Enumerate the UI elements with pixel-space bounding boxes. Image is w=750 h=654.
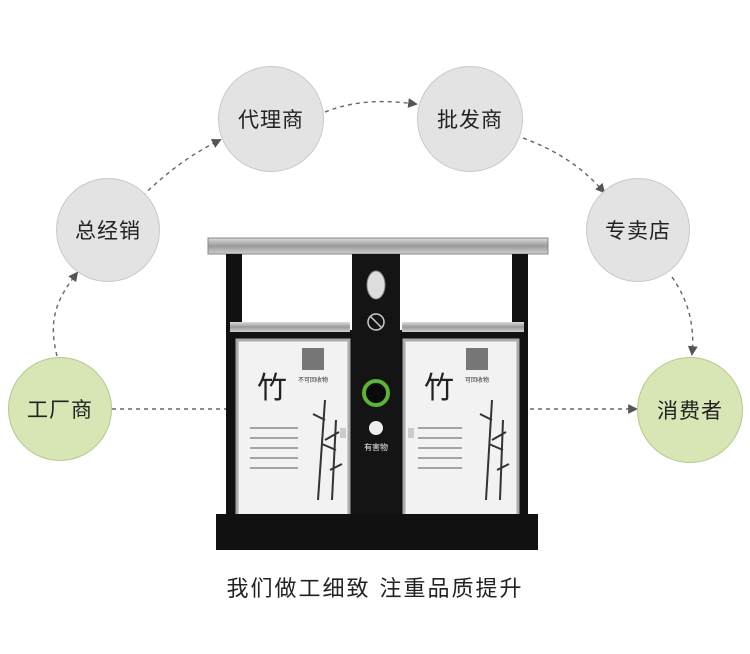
caption-text: 我们做工细致 注重品质提升 bbox=[226, 577, 524, 602]
recycle-label-left: 不可回收物 bbox=[298, 376, 328, 384]
edges-group bbox=[52, 98, 698, 414]
bin-left-rim bbox=[230, 322, 350, 332]
node-general-distributor: 总经销 bbox=[56, 178, 160, 282]
recycle-icon-right bbox=[466, 348, 488, 370]
node-agent: 代理商 bbox=[218, 66, 324, 172]
trash-bin-illustration: 有害物 不可回收物 可回收物 竹 竹 bbox=[207, 237, 549, 550]
node-consumer-label: 消费者 bbox=[657, 399, 723, 423]
bin-right-rim bbox=[402, 322, 524, 332]
bamboo-drawing-right bbox=[479, 399, 510, 501]
node-agent-label: 代理商 bbox=[238, 108, 304, 132]
node-wholesale-label: 批发商 bbox=[437, 108, 503, 132]
bin-ashtray-hole bbox=[362, 379, 390, 407]
bin-bamboo-char-right: 竹 bbox=[424, 371, 454, 406]
bin-right-post bbox=[512, 254, 528, 344]
recycle-icon bbox=[302, 348, 324, 370]
node-factory-label: 工厂商 bbox=[27, 398, 93, 422]
bamboo-drawing-left bbox=[312, 399, 343, 501]
poem-lines-right bbox=[418, 427, 462, 469]
bin-left-post bbox=[226, 254, 242, 344]
node-wholesale: 批发商 bbox=[417, 66, 523, 172]
hazard-icon bbox=[369, 421, 383, 435]
node-factory: 工厂商 bbox=[8, 357, 112, 461]
bin-top-lid bbox=[207, 237, 549, 255]
no-litter-icon-slash bbox=[369, 315, 383, 329]
lock-icon-right bbox=[408, 428, 414, 438]
bin-base bbox=[216, 514, 538, 550]
recycle-label-right: 可回收物 bbox=[465, 376, 489, 384]
center-hazard-label: 有害物 bbox=[364, 442, 388, 452]
bin-bamboo-char-left: 竹 bbox=[257, 371, 287, 406]
node-general-label: 总经销 bbox=[75, 219, 141, 243]
node-store: 专卖店 bbox=[586, 178, 690, 282]
edge-agent-wholesale bbox=[324, 98, 418, 113]
poem-lines-left bbox=[250, 427, 298, 469]
node-store-label: 专卖店 bbox=[605, 219, 671, 243]
node-consumer: 消费者 bbox=[637, 357, 743, 463]
lock-icon-left bbox=[340, 428, 346, 438]
edge-factory-general bbox=[52, 271, 79, 357]
edge-general-agent bbox=[141, 139, 222, 197]
edge-wholesale-store bbox=[522, 137, 606, 194]
bin-top-lock-icon bbox=[366, 270, 386, 300]
no-litter-icon bbox=[367, 313, 385, 331]
edge-store-consumer bbox=[671, 276, 698, 356]
